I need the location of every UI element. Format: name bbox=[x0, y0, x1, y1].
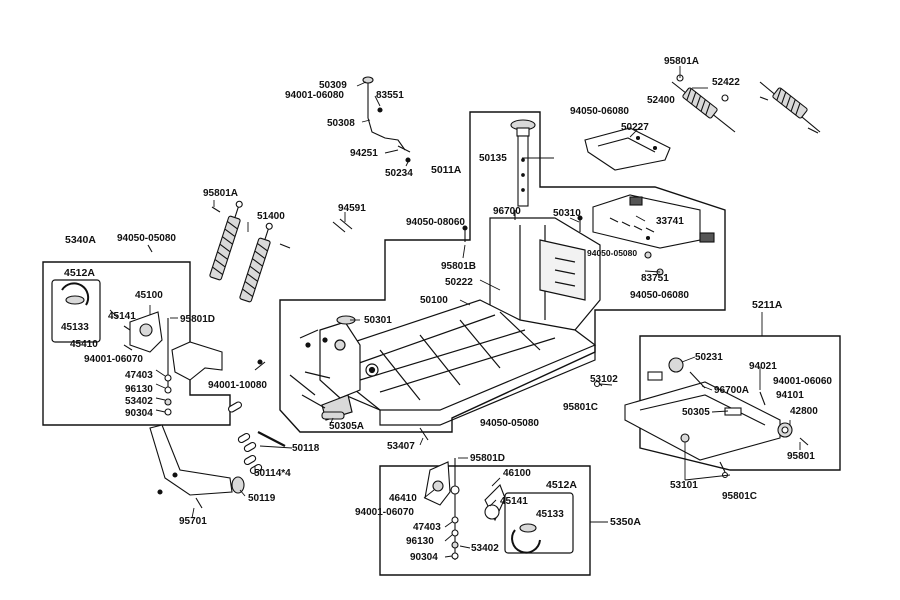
group-box-5011A bbox=[279, 111, 726, 433]
pad-50305A bbox=[321, 411, 345, 420]
part-label-90304-left[interactable]: 90304 bbox=[125, 408, 153, 419]
part-label-95801C-bottom[interactable]: 95801C bbox=[722, 491, 758, 502]
part-label-94001-06070-left[interactable]: 94001-06070 bbox=[84, 354, 143, 365]
part-label-53101[interactable]: 53101 bbox=[670, 480, 698, 491]
rear-panel-33741 bbox=[592, 194, 715, 276]
part-label-95801C-top[interactable]: 95801C bbox=[563, 402, 599, 413]
part-label-33741[interactable]: 33741 bbox=[656, 216, 684, 227]
part-label-53102[interactable]: 53102 bbox=[590, 374, 618, 385]
part-label-53407[interactable]: 53407 bbox=[387, 441, 415, 452]
part-label-83751[interactable]: 83751 bbox=[641, 273, 669, 284]
part-label-45141-bottom[interactable]: 45141 bbox=[500, 496, 528, 507]
part-label-50100[interactable]: 50100 bbox=[420, 295, 448, 306]
part-label-50310[interactable]: 50310 bbox=[553, 208, 581, 219]
group-label-4512A-bottom[interactable]: 4512A bbox=[546, 479, 577, 491]
part-label-50231[interactable]: 50231 bbox=[695, 352, 723, 363]
part-label-95801A-left[interactable]: 95801A bbox=[203, 188, 239, 199]
swing-arm-5211A bbox=[624, 357, 809, 479]
part-label-94050-05080-mid[interactable]: 94050-05080 bbox=[587, 248, 638, 258]
part-label-50301[interactable]: 50301 bbox=[364, 315, 392, 326]
part-label-47403-bottom[interactable]: 47403 bbox=[413, 522, 441, 533]
steering-column-50135 bbox=[510, 119, 536, 207]
part-label-94001-06070-bottom[interactable]: 94001-06070 bbox=[355, 507, 414, 518]
center-fasteners bbox=[254, 210, 603, 441]
part-label-50227[interactable]: 50227 bbox=[621, 122, 649, 133]
part-label-95801D-left[interactable]: 95801D bbox=[180, 314, 216, 325]
part-label-96130-bottom[interactable]: 96130 bbox=[406, 536, 434, 547]
part-label-94251[interactable]: 94251 bbox=[350, 148, 378, 159]
right-knuckle-5350A bbox=[424, 458, 541, 560]
leader-lines bbox=[109, 66, 801, 558]
part-label-95801D-bottom[interactable]: 95801D bbox=[470, 453, 506, 464]
part-label-50118[interactable]: 50118 bbox=[292, 443, 320, 454]
part-label-94050-05080-left[interactable]: 94050-05080 bbox=[117, 233, 176, 244]
part-label-46410[interactable]: 46410 bbox=[389, 493, 417, 504]
part-label-50305[interactable]: 50305 bbox=[682, 407, 710, 418]
part-label-94050-06080-b[interactable]: 94050-06080 bbox=[630, 290, 689, 301]
part-label-94050-08060[interactable]: 94050-08060 bbox=[406, 217, 465, 228]
frame-50100 bbox=[289, 217, 601, 426]
plate-50227 bbox=[584, 127, 671, 171]
part-label-83551[interactable]: 83551 bbox=[376, 90, 404, 101]
rear-shock-absorbers-top bbox=[671, 74, 821, 134]
lower-arm-50119 bbox=[149, 424, 245, 509]
group-box-5340A bbox=[42, 261, 231, 426]
group-label-5011A[interactable]: 5011A bbox=[431, 164, 462, 176]
part-label-50308[interactable]: 50308 bbox=[327, 118, 355, 129]
part-label-96700A[interactable]: 96700A bbox=[714, 385, 750, 396]
part-label-50309[interactable]: 50309 bbox=[319, 80, 347, 91]
part-label-51400[interactable]: 51400 bbox=[257, 211, 285, 222]
part-label-96700[interactable]: 96700 bbox=[493, 206, 521, 217]
group-label-4512A-left[interactable]: 4512A bbox=[64, 267, 95, 279]
group-box-4512A-bottom bbox=[504, 492, 574, 554]
group-label-5340A[interactable]: 5340A bbox=[65, 234, 96, 246]
part-label-50234[interactable]: 50234 bbox=[385, 168, 413, 179]
part-label-52400[interactable]: 52400 bbox=[647, 95, 675, 106]
part-label-94101[interactable]: 94101 bbox=[776, 390, 804, 401]
part-label-45100[interactable]: 45100 bbox=[135, 290, 163, 301]
group-box-5350A bbox=[379, 465, 591, 576]
part-label-50114[interactable]: 50114*4 bbox=[254, 468, 291, 479]
part-label-96130-left[interactable]: 96130 bbox=[125, 384, 153, 395]
part-label-52422[interactable]: 52422 bbox=[712, 77, 740, 88]
part-label-53402-left[interactable]: 53402 bbox=[125, 396, 153, 407]
part-label-45141-left[interactable]: 45141 bbox=[108, 311, 136, 322]
part-label-95801B[interactable]: 95801B bbox=[441, 261, 477, 272]
part-label-95701[interactable]: 95701 bbox=[179, 516, 207, 527]
part-label-50305A[interactable]: 50305A bbox=[329, 421, 365, 432]
part-label-95801[interactable]: 95801 bbox=[787, 451, 815, 462]
group-label-5350A[interactable]: 5350A bbox=[610, 516, 641, 528]
group-box-5211A bbox=[639, 335, 841, 471]
part-label-94591[interactable]: 94591 bbox=[338, 203, 366, 214]
part-label-50135[interactable]: 50135 bbox=[479, 153, 507, 164]
part-label-45410[interactable]: 45410 bbox=[70, 339, 98, 350]
part-label-42800[interactable]: 42800 bbox=[790, 406, 818, 417]
left-knuckle-5340A bbox=[61, 282, 223, 416]
part-label-95801A[interactable]: 95801A bbox=[664, 56, 700, 67]
part-label-94001-10080[interactable]: 94001-10080 bbox=[208, 380, 267, 391]
part-label-94001-06060[interactable]: 94001-06060 bbox=[773, 376, 832, 387]
front-shock-absorbers-left bbox=[147, 200, 291, 303]
pedal-cable-50308 bbox=[362, 76, 411, 163]
part-label-94021[interactable]: 94021 bbox=[749, 361, 777, 372]
part-label-94050-05080-bottom[interactable]: 94050-05080 bbox=[480, 418, 539, 429]
part-label-46100[interactable]: 46100 bbox=[503, 468, 531, 479]
part-label-94050-06080-top[interactable]: 94050-06080 bbox=[570, 106, 629, 117]
part-label-45133-left[interactable]: 45133 bbox=[61, 322, 89, 333]
part-label-45133-bottom[interactable]: 45133 bbox=[536, 509, 564, 520]
part-label-50222[interactable]: 50222 bbox=[445, 277, 473, 288]
group-label-5211A[interactable]: 5211A bbox=[752, 299, 783, 311]
part-label-94001-06080[interactable]: 94001-06080 bbox=[285, 90, 344, 101]
part-label-50119[interactable]: 50119 bbox=[248, 493, 276, 504]
group-box-4512A-left bbox=[51, 279, 101, 343]
part-label-90304-bottom[interactable]: 90304 bbox=[410, 552, 438, 563]
pins-50114 bbox=[227, 401, 286, 475]
part-label-47403-left[interactable]: 47403 bbox=[125, 370, 153, 381]
part-label-53402-bottom[interactable]: 53402 bbox=[471, 543, 499, 554]
